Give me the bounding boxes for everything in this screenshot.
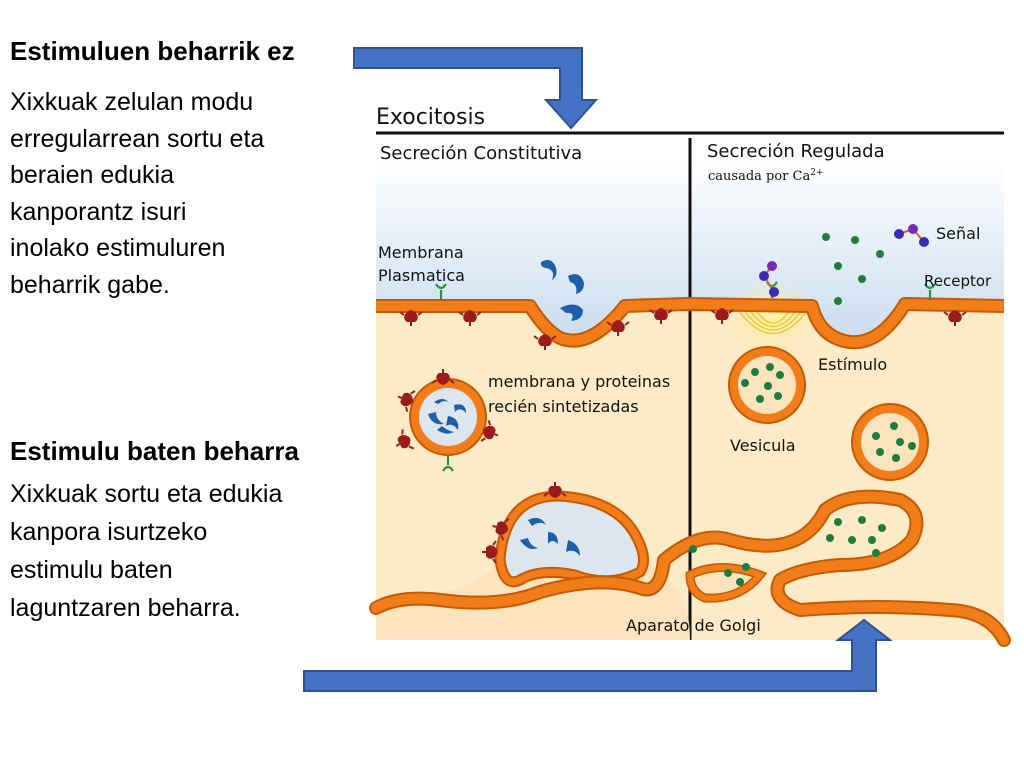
paragraph-no-stimulus: Xixkuak zelulan modu erregularrean sortu…: [10, 84, 350, 303]
text-line: laguntzaren beharra.: [10, 594, 241, 622]
stimulus-waves: [733, 303, 813, 335]
stimulus-label: Estímulo: [818, 355, 887, 374]
secretory-vesicle-near-membrane: [728, 346, 806, 424]
calcium-note: causada por Ca2+: [708, 168, 824, 184]
diagram-title: Exocitosis: [376, 105, 485, 130]
text-line: Xixkuak sortu eta edukia: [10, 480, 283, 508]
arrow-top-down-icon: [353, 47, 599, 130]
plasma-membrane: [376, 299, 1005, 348]
released-cargo: [540, 260, 584, 321]
heading-stimulus-needed: Estimulu baten beharra: [10, 436, 299, 466]
paragraph-stimulus-needed: Xixkuak sortu eta edukia kanpora isurtze…: [10, 475, 355, 627]
text-line: erregularrean sortu eta: [10, 124, 265, 153]
released-granules: [822, 233, 884, 305]
receptor-label: Receptor: [924, 272, 992, 290]
signal-label: Señal: [936, 224, 980, 243]
text-line: inolako estimuluren: [10, 234, 226, 262]
section-regulated: Secreción Regulada: [707, 141, 885, 162]
golgi-label: Aparato de Golgi: [626, 616, 761, 635]
secretory-vesicle: [851, 403, 929, 481]
golgi-apparatus: [369, 481, 1011, 647]
new-membrane-label-line1: membrana y proteinas: [488, 372, 670, 391]
membrane-label-line2: Plasmatica: [378, 266, 465, 285]
text-line: beraien edukia: [10, 161, 175, 189]
signal-molecules: [759, 224, 929, 297]
text-line: Xixkuak zelulan modu: [10, 88, 254, 116]
text-line: beharrik gabe.: [10, 270, 170, 299]
membrane-label-line1: Membrana: [378, 243, 464, 262]
arrow-bottom-up-icon: [303, 618, 893, 692]
text-line: kanpora isurtzeko: [10, 518, 208, 546]
text-line: estimulu baten: [10, 556, 173, 584]
new-membrane-label-line2: recién sintetizadas: [488, 397, 639, 416]
heading-no-stimulus: Estimuluen beharrik ez: [10, 36, 295, 66]
section-constitutive: Secreción Constitutiva: [380, 143, 582, 164]
text-line: kanporantz isuri: [10, 197, 187, 226]
constitutive-vesicle: [389, 368, 503, 473]
vesicle-label: Vesicula: [730, 436, 796, 455]
